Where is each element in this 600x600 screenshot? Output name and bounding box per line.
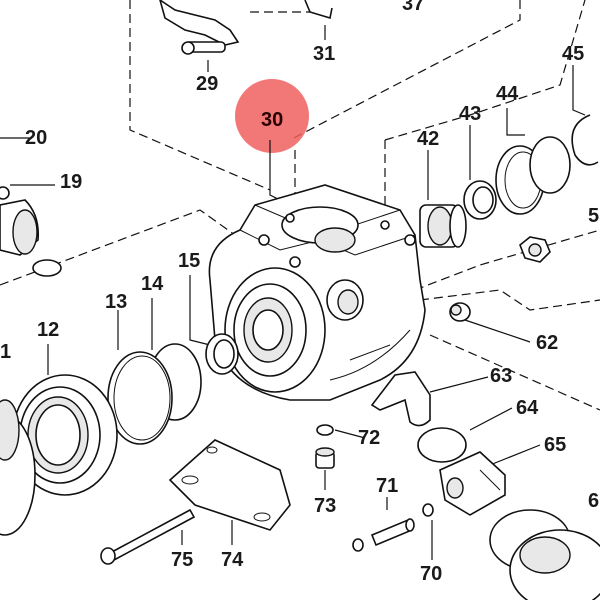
callout-label-20: 20 — [25, 127, 47, 149]
callout-label-70: 70 — [420, 563, 442, 585]
callout-label-44: 44 — [496, 83, 519, 105]
callout-labels: 1 5 6 12 13 14 15 19 20 29 30 31 37 42 4… — [0, 0, 599, 585]
callout-label-12: 12 — [37, 319, 59, 341]
part-42-needle-bearing — [419, 204, 467, 248]
callout-label-13: 13 — [105, 291, 127, 313]
part-62-plug — [449, 302, 471, 322]
part-5-nut — [519, 236, 551, 263]
callout-label-65: 65 — [544, 434, 566, 456]
part-44-rings — [495, 136, 571, 215]
part-71-pin — [370, 518, 415, 547]
part-13-ring — [107, 351, 173, 445]
part-1-bearing — [0, 399, 36, 536]
callout-label-42: 42 — [417, 128, 439, 150]
part-15-oring — [205, 333, 239, 375]
part-31-clip — [304, 0, 333, 20]
leader-lines — [0, 25, 586, 560]
part-74-bracket — [168, 439, 291, 531]
part-72-washer — [316, 424, 334, 436]
callout-label-1: 1 — [0, 341, 11, 363]
part-12-bearing — [12, 374, 118, 496]
callout-label-71: 71 — [376, 475, 398, 497]
part-29-bracket — [159, 0, 240, 55]
part-63-clip — [370, 371, 431, 427]
callout-label-72: 72 — [358, 427, 380, 449]
part-45-circlip — [571, 114, 599, 166]
part-30-housing — [208, 184, 426, 401]
callout-label-64: 64 — [516, 397, 539, 419]
part-73-fitting — [315, 447, 335, 469]
callout-label-73: 73 — [314, 495, 336, 517]
callout-label-19: 19 — [60, 171, 82, 193]
callout-label-62: 62 — [536, 332, 558, 354]
part-75-bolt — [100, 508, 196, 565]
callout-label-29: 29 — [196, 73, 218, 95]
callout-label-75: 75 — [171, 549, 193, 571]
callout-label-30: 30 — [261, 109, 283, 131]
callout-label-63: 63 — [490, 365, 512, 387]
assembly-guide-lines — [0, 0, 600, 411]
callout-label-6: 6 — [588, 490, 599, 512]
callout-label-15: 15 — [178, 250, 200, 272]
part-65-plunger — [439, 451, 506, 516]
part-64-oring — [417, 427, 467, 463]
callout-label-74: 74 — [221, 549, 244, 571]
callout-label-14: 14 — [141, 273, 164, 295]
part-19-coupling — [0, 186, 62, 277]
callout-label-31: 31 — [313, 43, 335, 65]
callout-label-43: 43 — [459, 103, 481, 125]
part-6-assembly — [489, 509, 600, 600]
part-43-ring — [463, 180, 497, 220]
callout-label-45: 45 — [562, 43, 584, 65]
part-70-circlips — [352, 503, 434, 552]
callout-label-37: 37 — [402, 0, 424, 15]
highlight-marker — [235, 79, 309, 153]
callout-label-5: 5 — [588, 205, 599, 227]
